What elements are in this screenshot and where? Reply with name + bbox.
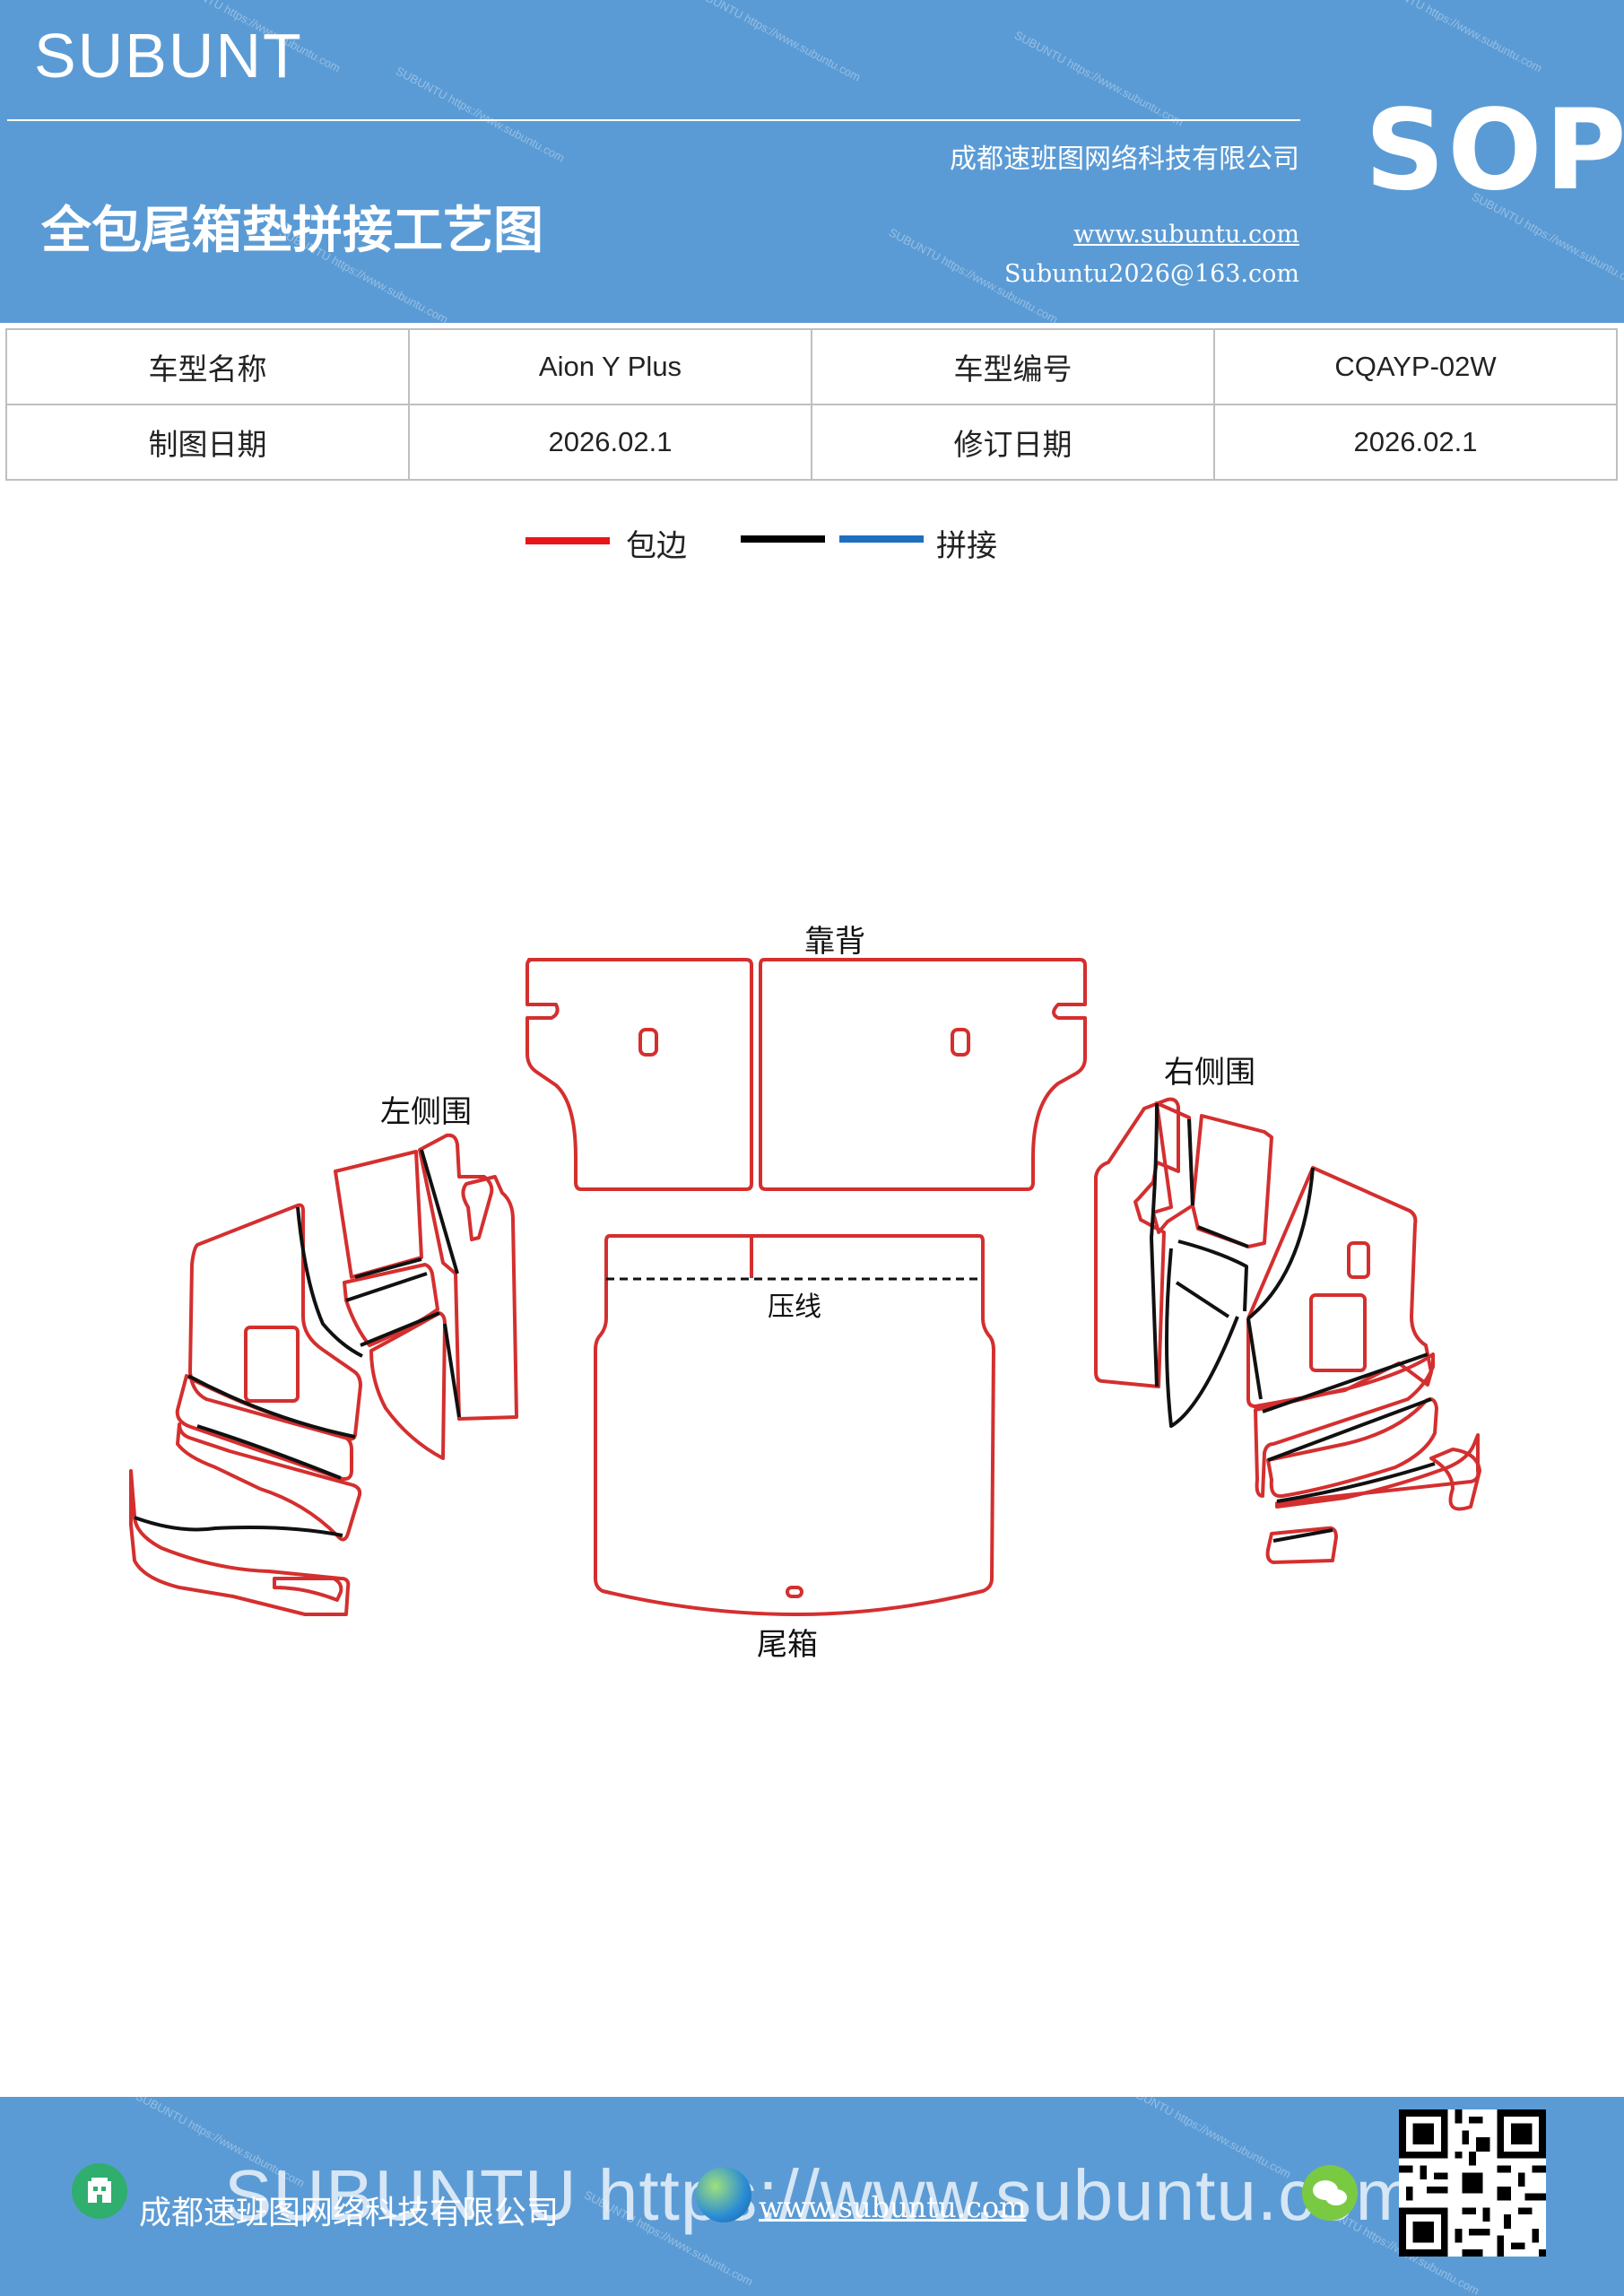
header-banner: SUBUNTU https://www.subuntu.com SUBUNTU … xyxy=(0,0,1624,323)
right-seam-1 xyxy=(1150,1102,1159,1387)
left-side-panel-tail xyxy=(273,1577,343,1602)
right-seam-11 xyxy=(1276,1462,1436,1503)
trunk-label: 尾箱 xyxy=(757,1627,818,1663)
left-seam-4 xyxy=(360,1311,440,1347)
backrest-right-panel xyxy=(759,958,1087,1191)
table-row: 车型名称 Aion Y Plus 车型编号 CQAYP-02W xyxy=(5,328,1618,405)
right-side-vent-large xyxy=(1309,1293,1367,1372)
left-side-label: 左侧围 xyxy=(380,1094,472,1130)
building-icon xyxy=(72,2163,127,2219)
revision-date-value: 2026.02.1 xyxy=(1213,404,1618,481)
sop-badge: SOP xyxy=(1365,86,1624,215)
model-name-value: Aion Y Plus xyxy=(408,328,812,405)
brand-logo-text: SUBUNT xyxy=(34,21,303,91)
left-side-panel-upper-2 xyxy=(418,1133,518,1421)
backrest-left-panel xyxy=(525,958,753,1191)
legend-edge-swatch xyxy=(525,537,610,544)
model-code-value: CQAYP-02W xyxy=(1213,328,1618,405)
right-side-vent-small xyxy=(1347,1241,1370,1279)
crease-label: 压线 xyxy=(768,1292,821,1323)
model-name-label: 车型名称 xyxy=(5,328,410,405)
right-side-panel-strip xyxy=(1254,1352,1435,1498)
right-side-panel-outer-1 xyxy=(1094,1097,1180,1388)
left-side-panel-outer-1 xyxy=(188,1203,362,1441)
right-seam-8 xyxy=(1246,1318,1263,1400)
right-seam-7 xyxy=(1246,1167,1315,1320)
right-side-label: 右侧围 xyxy=(1164,1055,1255,1091)
right-side-panel-hook xyxy=(1429,1448,1481,1511)
backrest-label: 靠背 xyxy=(804,924,865,960)
wechat-icon[interactable] xyxy=(1302,2165,1358,2221)
trunk-floor-panel xyxy=(594,1234,995,1616)
right-side-panel-top xyxy=(1191,1114,1273,1248)
left-seam-8 xyxy=(420,1149,459,1274)
left-side-panel-upper-1 xyxy=(334,1150,423,1279)
right-side-panel-big xyxy=(1246,1166,1433,1408)
table-row: 制图日期 2026.02.1 修订日期 2026.02.1 xyxy=(5,404,1618,481)
left-side-panel-strip-2 xyxy=(176,1422,362,1542)
footer-banner: SUBUNTU https://www.subuntu.com SUBUNTU … xyxy=(0,2097,1624,2296)
draw-date-label: 制图日期 xyxy=(5,404,410,481)
right-seam-9 xyxy=(1262,1352,1429,1413)
left-seam-2 xyxy=(354,1257,422,1279)
footer-company-name: 成都速班图网络科技有限公司 xyxy=(139,2195,560,2231)
backrest-right-slot xyxy=(951,1028,970,1057)
legend: 包边 拼接 xyxy=(0,525,1624,578)
model-code-label: 车型编号 xyxy=(811,328,1215,405)
right-seam-4 xyxy=(1177,1239,1248,1312)
right-seam-2 xyxy=(1187,1118,1194,1206)
backrest-left-slot xyxy=(638,1028,658,1057)
legend-black-swatch xyxy=(741,535,825,543)
right-seam-3 xyxy=(1197,1225,1249,1248)
left-seam-5 xyxy=(187,1374,356,1439)
header-email[interactable]: Subuntu2026@163.com xyxy=(1004,260,1299,288)
footer-website-link[interactable]: www.subuntu.com xyxy=(759,2190,1027,2224)
left-seam-3 xyxy=(345,1272,428,1302)
header-company-name: 成都速班图网络科技有限公司 xyxy=(950,144,1299,175)
legend-blue-swatch xyxy=(839,535,924,543)
document-title: 全包尾箱垫拼接工艺图 xyxy=(41,202,543,260)
vehicle-info-table: 车型名称 Aion Y Plus 车型编号 CQAYP-02W 制图日期 202… xyxy=(5,328,1618,481)
right-side-panel-end xyxy=(1265,1526,1338,1564)
header-website-link[interactable]: www.subuntu.com xyxy=(1073,221,1299,248)
legend-edge-label: 包边 xyxy=(626,528,687,564)
qr-code[interactable] xyxy=(1399,2109,1546,2257)
legend-splice-label: 拼接 xyxy=(936,528,997,564)
left-seam-7 xyxy=(134,1516,343,1537)
left-side-panel-lower xyxy=(129,1469,351,1616)
right-side-panel-lower xyxy=(1266,1397,1438,1499)
right-seam-5 xyxy=(1175,1281,1230,1318)
footer-watermark-banner: SUBUNTU https://www.subuntu.com xyxy=(224,2155,1417,2235)
globe-icon xyxy=(696,2167,751,2222)
left-seam-9 xyxy=(443,1323,461,1418)
trunk-drain-hole xyxy=(786,1586,803,1598)
left-side-panel-curve xyxy=(369,1311,447,1460)
left-side-vent xyxy=(244,1326,300,1403)
draw-date-value: 2026.02.1 xyxy=(408,404,812,481)
revision-date-label: 修订日期 xyxy=(811,404,1215,481)
right-seam-10 xyxy=(1267,1397,1432,1462)
left-seam-6 xyxy=(196,1424,342,1480)
right-seam-6 xyxy=(1165,1248,1239,1428)
header-divider xyxy=(7,119,1300,121)
right-seam-12 xyxy=(1272,1528,1333,1543)
left-seam-1 xyxy=(296,1206,363,1358)
